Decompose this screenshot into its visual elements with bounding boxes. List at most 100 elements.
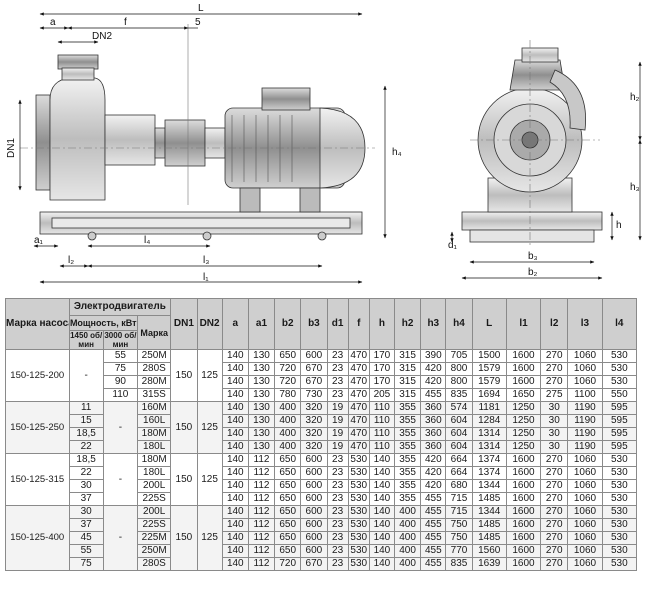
- cell-dim-value: 400: [393, 505, 422, 519]
- cell-dim-value: 600: [300, 453, 328, 467]
- cell-dim-value: 1694: [471, 388, 507, 402]
- dim-label-h2: h₂: [630, 92, 640, 103]
- cell-dim-value: 1060: [567, 518, 603, 532]
- cell-dim-value: 112: [247, 453, 276, 467]
- cell-dim-value: 1190: [567, 401, 603, 415]
- cell-dim-value: 270: [540, 479, 569, 493]
- dim-label-L: L: [198, 3, 204, 14]
- cell-dim-value: 1500: [471, 349, 507, 363]
- cell-dim-value: 1314: [471, 440, 507, 454]
- cell-dim-value: 470: [347, 414, 370, 428]
- cell-dim-value: 140: [368, 557, 396, 571]
- cell-dim-value: 530: [347, 453, 370, 467]
- cell-power-3000: 90: [102, 375, 139, 389]
- cell-model: 150-125-400: [5, 505, 70, 571]
- spec-table-head: Марка насоса Электродвигатель DN1 DN2 a …: [5, 298, 638, 350]
- cell-brand: 250M: [137, 349, 172, 363]
- cell-dim-value: 470: [347, 349, 370, 363]
- cell-power-1450: 22: [68, 440, 104, 454]
- cell-dim-value: 30: [540, 401, 569, 415]
- cell-dim-value: 1485: [471, 492, 507, 506]
- hdr-dim-col: b3: [300, 298, 328, 350]
- side-view: [20, 24, 375, 241]
- cell-dim-value: 470: [347, 440, 370, 454]
- hdr-dim-col: DN2: [196, 298, 223, 350]
- cell-dim-value: 530: [347, 557, 370, 571]
- cell-dim-value: 600: [300, 518, 328, 532]
- cell-dn1: 150: [170, 401, 198, 454]
- cell-dim-value: 140: [221, 557, 249, 571]
- cell-dim-value: 400: [393, 544, 422, 558]
- cell-dim-value: 355: [393, 479, 422, 493]
- cell-dim-value: 1250: [505, 440, 542, 454]
- cell-dim-value: 320: [300, 440, 328, 454]
- hdr-dim-col: l1: [505, 298, 542, 350]
- dim-label-5: 5: [195, 17, 201, 28]
- cell-dim-value: 1600: [505, 479, 542, 493]
- cell-dim-value: 19: [326, 414, 349, 428]
- cell-dim-value: 600: [300, 505, 328, 519]
- cell-dim-value: 140: [221, 466, 249, 480]
- cell-dim-value: 664: [445, 453, 473, 467]
- cell-power-3000: -: [102, 505, 139, 571]
- cell-power-1450: 37: [68, 518, 104, 532]
- cell-dim-value: 1060: [567, 466, 603, 480]
- hdr-dim-col: DN1: [170, 298, 198, 350]
- cell-power-1450: -: [68, 349, 104, 402]
- cell-dim-value: 315: [393, 362, 422, 376]
- cell-dim-value: 112: [247, 518, 276, 532]
- cell-dim-value: 650: [274, 518, 302, 532]
- cell-dn2: 125: [196, 401, 223, 454]
- cell-dim-value: 270: [540, 349, 569, 363]
- cell-dim-value: 470: [347, 401, 370, 415]
- cell-dim-value: 720: [274, 362, 302, 376]
- cell-dim-value: 800: [445, 362, 473, 376]
- cell-dim-value: 1600: [505, 531, 542, 545]
- hdr-dim-col: h: [368, 298, 396, 350]
- cell-dim-value: 23: [326, 505, 349, 519]
- cell-dim-value: 530: [601, 557, 638, 571]
- cell-dim-value: 355: [393, 492, 422, 506]
- cell-brand: 200L: [137, 479, 172, 493]
- cell-dim-value: 1060: [567, 362, 603, 376]
- cell-dim-value: 355: [393, 466, 422, 480]
- cell-dim-value: 205: [368, 388, 396, 402]
- cell-dim-value: 720: [274, 375, 302, 389]
- cell-dim-value: 1190: [567, 427, 603, 441]
- cell-dim-value: 420: [420, 453, 447, 467]
- cell-dim-value: 270: [540, 544, 569, 558]
- cell-dim-value: 270: [540, 466, 569, 480]
- cell-dim-value: 715: [445, 492, 473, 506]
- cell-dim-value: 360: [420, 401, 447, 415]
- cell-model: 150-125-250: [5, 401, 70, 454]
- cell-dn2: 125: [196, 505, 223, 571]
- hdr-dim-col: l2: [540, 298, 569, 350]
- cell-dim-value: 470: [347, 388, 370, 402]
- cell-dim-value: 530: [601, 362, 638, 376]
- cell-dim-value: 140: [221, 440, 249, 454]
- hdr-power-1450: 1450 об/мин: [68, 330, 104, 350]
- cell-dim-value: 400: [274, 440, 302, 454]
- cell-power-3000: 75: [102, 362, 139, 376]
- cell-dim-value: 530: [347, 492, 370, 506]
- cell-power-3000: 110: [102, 388, 139, 402]
- cell-dim-value: 170: [368, 362, 396, 376]
- cell-dim-value: 130: [247, 375, 276, 389]
- dim-label-a: a: [50, 17, 56, 28]
- cell-power-3000: -: [102, 401, 139, 454]
- cell-dim-value: 320: [300, 401, 328, 415]
- cell-dim-value: 400: [274, 427, 302, 441]
- dim-label-l1: l₁: [203, 272, 209, 283]
- cell-dim-value: 530: [601, 466, 638, 480]
- cell-dim-value: 140: [221, 453, 249, 467]
- hdr-brand: Марка: [137, 315, 172, 350]
- hdr-power: Мощность, кВт: [68, 315, 139, 331]
- cell-dim-value: 680: [445, 479, 473, 493]
- cell-dim-value: 1181: [471, 401, 507, 415]
- cell-dim-value: 550: [601, 388, 638, 402]
- cell-dim-value: 140: [368, 544, 396, 558]
